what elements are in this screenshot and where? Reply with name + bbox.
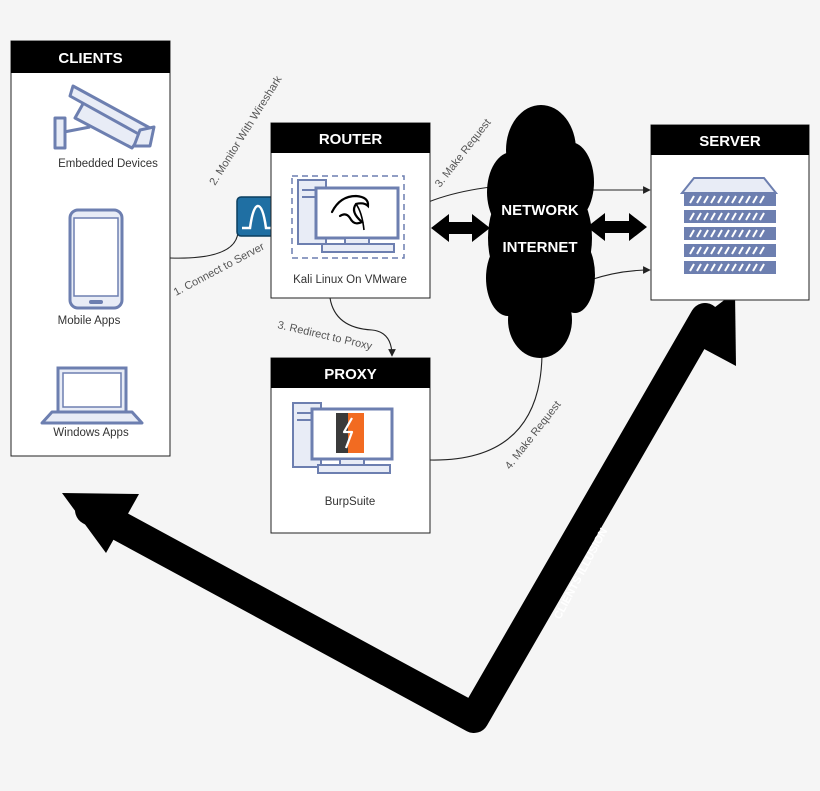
clients-box: CLIENTS Embedded Devices Mobile Apps Win… <box>10 40 171 457</box>
edge-make-request-proxy <box>429 354 543 461</box>
edge-redirect <box>329 297 396 357</box>
router-title-bar <box>271 123 430 153</box>
clients-title-bar <box>11 41 170 73</box>
proxy-title: PROXY <box>324 366 377 383</box>
proxy-box: PROXY BurpSuite <box>270 357 431 534</box>
vm-dashed-frame <box>291 175 405 259</box>
server-rack-icon <box>679 177 779 274</box>
kali-desktop-icon <box>297 179 400 253</box>
double-arrow-network-server <box>587 213 647 241</box>
clients-title: CLIENTS <box>58 50 122 67</box>
edge-label-connect: 1. Connect to Server <box>172 241 267 299</box>
edge-connect <box>169 231 239 259</box>
server-title-bar <box>651 125 809 155</box>
internet-label: INTERNET <box>503 239 578 256</box>
server-box: SERVER <box>650 124 810 301</box>
proxy-caption: BurpSuite <box>325 496 376 508</box>
double-arrow-router-network <box>431 214 490 242</box>
security-camera-icon <box>53 84 156 150</box>
network-cloud: NETWORK INTERNET <box>486 105 595 358</box>
clients-item-embedded-label: Embedded Devices <box>58 158 158 170</box>
smartphone-icon <box>68 208 124 310</box>
wireshark-icon <box>236 196 277 237</box>
server-title: SERVER <box>699 133 761 150</box>
router-caption: Kali Linux On VMware <box>293 274 407 286</box>
edge-network-server-lower <box>589 266 651 281</box>
network-label: NETWORK <box>501 202 579 219</box>
clients-item-windows-label: Windows Apps <box>53 427 129 439</box>
edge-label-make-request-router: 3. Make Request <box>433 117 494 190</box>
router-box: ROUTER Kali Linux On VMware <box>270 122 431 299</box>
router-title: ROUTER <box>319 131 383 148</box>
clients-item-mobile-label: Mobile Apps <box>58 315 121 327</box>
proxy-title-bar <box>271 358 430 388</box>
edge-label-redirect: 3. Redirect to Proxy <box>276 319 373 353</box>
burpsuite-desktop-icon <box>292 402 394 474</box>
laptop-icon <box>40 366 144 425</box>
